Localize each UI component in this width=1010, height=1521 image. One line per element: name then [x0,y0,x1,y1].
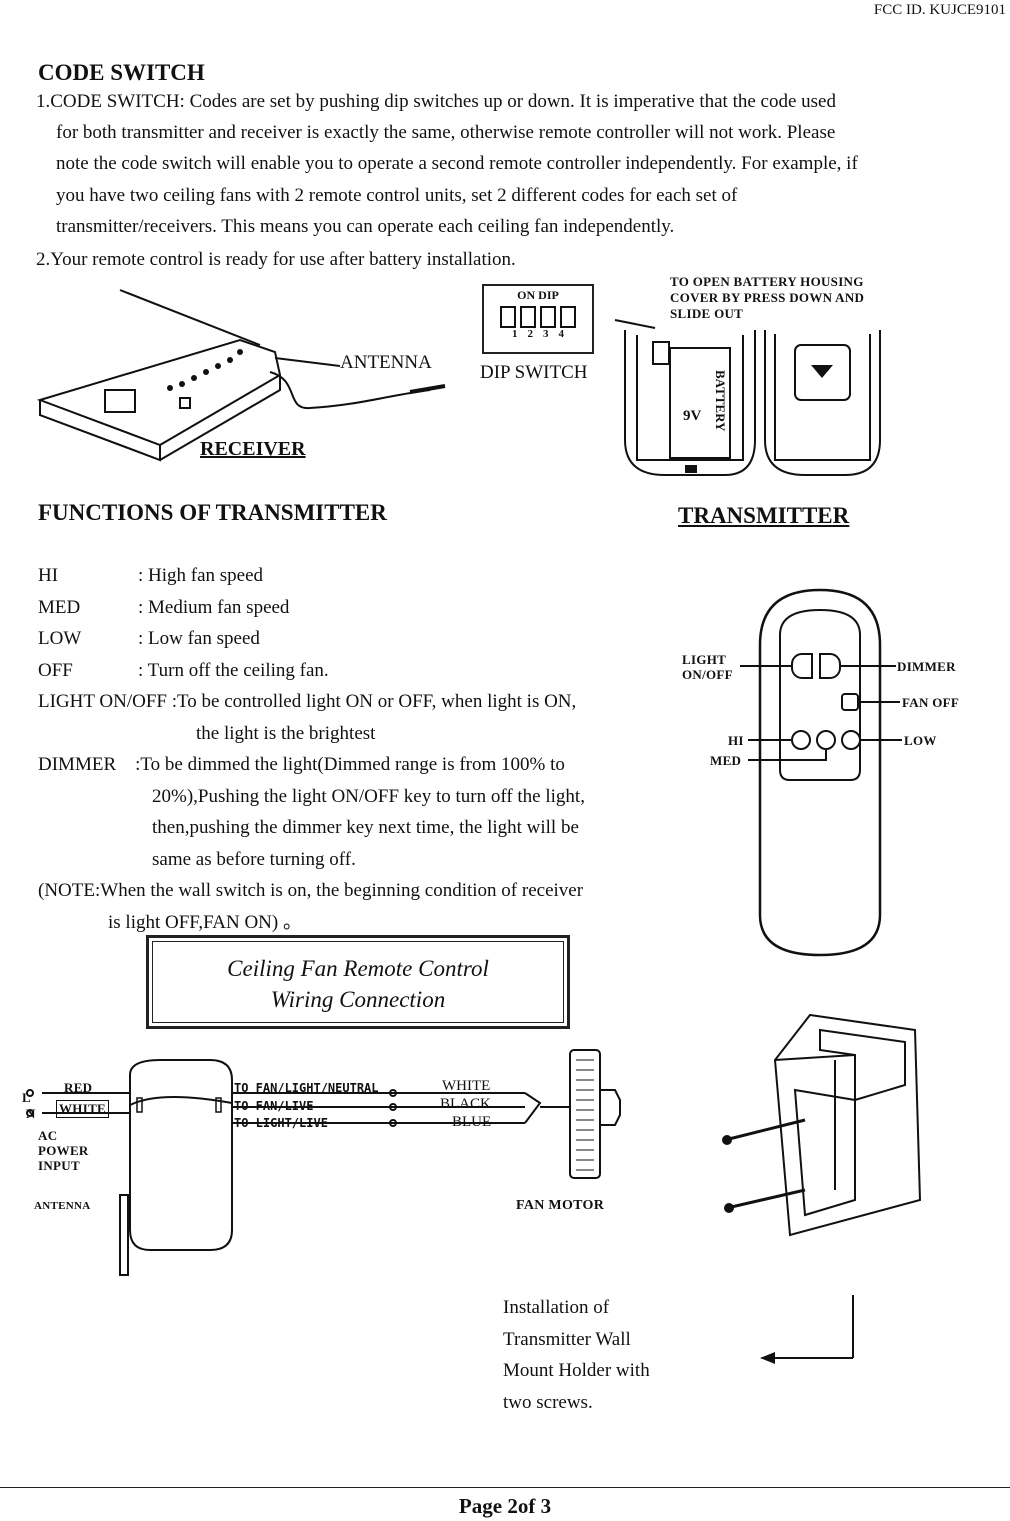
fan-off-callout: FAN OFF [902,695,960,710]
light-onoff-button[interactable] [791,653,813,679]
dimmer-line-2: 20%),Pushing the light ON/OFF key to tur… [152,785,585,807]
battery-instruction-line: TO OPEN BATTERY HOUSING [670,274,864,289]
light-onoff-line-2: the light is the brightest [196,722,376,744]
wire-color-black: BLACK [440,1096,491,1112]
hi-button[interactable] [791,730,811,750]
on-dip-label: ON DIP [517,288,559,302]
install-line: Mount Holder with [503,1360,650,1381]
dip-number: 4 [558,328,565,340]
code-switch-line-4: you have two ceiling fans with 2 remote … [56,185,738,206]
dip-switch-3[interactable] [540,306,556,328]
wall-mount-holder-illustration [722,1013,922,1237]
code-switch-line-5: transmitter/receivers. This means you ca… [56,216,675,237]
voltage-label: 9V [683,408,702,424]
ac-power-line: INPUT [38,1158,80,1173]
fcc-id: FCC ID. KUJCE9101 [873,2,1006,18]
light-onoff-line-1: LIGHT ON/OFF :To be controlled light ON … [38,691,577,712]
install-line: two screws. [503,1391,593,1413]
wire-color-white: WHITE [442,1078,491,1094]
med-callout: MED [710,753,742,768]
note-line-1: (NOTE:When the wall switch is on, the be… [38,880,584,901]
dip-numbers: 1 2 3 4 [484,328,592,340]
function-rows: HI : High fan speed MED : Medium fan speed… [38,560,585,938]
ac-power-line: POWER [38,1143,89,1158]
function-row-low: LOW : Low fan speed [38,623,585,655]
med-button[interactable] [816,730,836,750]
dip-switch-blocks [484,306,592,328]
wire-white-left-label: WHITE [56,1100,110,1118]
wiring-title-inner: Ceiling Fan Remote Control Wiring Connec… [152,941,564,1023]
fan-off-button[interactable] [841,693,859,711]
transmitter-heading: TRANSMITTER [678,503,850,528]
wiring-title-box: Ceiling Fan Remote Control Wiring Connec… [146,935,570,1029]
code-switch-line-1: 1.CODE SWITCH: Codes are set by pushing … [36,91,836,112]
dip-switch-1[interactable] [500,306,516,328]
dimmer-button[interactable] [819,653,841,679]
footer-rule [0,1487,1010,1488]
transmitter-remote-illustration [758,588,882,957]
out-label-fan-live: TO FAN/LIVE [234,1099,314,1113]
out-label-fan-light-neutral: TO FAN/LIGHT/NEUTRAL [234,1081,379,1095]
dimmer-callout: DIMMER [897,659,956,674]
function-desc: : Medium fan speed [138,596,290,618]
dimmer-line-4: same as before turning off. [152,848,356,870]
function-key: MED [38,596,81,618]
dip-number: 3 [543,328,549,340]
function-desc: : Turn off the ceiling fan. [138,659,329,681]
dip-number: 1 [512,328,518,340]
wire-red-label: RED [64,1080,93,1095]
dimmer-line-1: DIMMER :To be dimmed the light(Dimmed ra… [38,754,565,775]
function-row-med: MED : Medium fan speed [38,592,585,624]
light-label-line: LIGHT [682,652,727,667]
receiver-label: RECEIVER [200,438,306,460]
hi-callout: HI [728,733,744,748]
function-desc: : High fan speed [138,565,264,586]
dip-switch-box: ON DIP 1 2 3 4 [482,284,594,354]
functions-heading: FUNCTIONS OF TRANSMITTER [38,500,387,525]
fan-motor-label: FAN MOTOR [516,1198,605,1213]
antenna-label: ANTENNA [340,352,432,373]
code-switch-line-2: for both transmitter and receiver is exa… [56,122,836,143]
low-button[interactable] [841,730,861,750]
note-line-2: is light OFF,FAN ON) 。 [108,911,302,933]
wiring-antenna-label: ANTENNA [34,1200,91,1212]
onoff-label-line: ON/OFF [682,667,733,682]
install-arrow [760,1295,854,1364]
battery-instruction: TO OPEN BATTERY HOUSING COVER BY PRESS D… [670,274,864,322]
ac-power-input-label: AC POWER INPUT [38,1128,89,1173]
dimmer-line-3: then,pushing the dimmer key next time, t… [152,817,579,838]
function-key: HI [38,565,59,586]
ac-power-line: AC [38,1128,58,1143]
function-row-hi: HI : High fan speed [38,560,585,592]
dip-number: 2 [527,328,534,340]
function-desc: : Low fan speed [138,628,260,649]
install-note: Installation of Transmitter Wall Mount H… [503,1292,650,1418]
light-onoff-callout: LIGHT ON/OFF [682,652,733,682]
battery-label: BATTERY [713,370,728,432]
out-label-light-live: TO LIGHT/LIVE [234,1116,328,1130]
function-key: LOW [38,628,82,649]
battery-instruction-line: SLIDE OUT [670,306,744,321]
battery-housing-illustration [614,319,881,476]
wiring-title-line-2: Wiring Connection [270,987,446,1012]
code-switch-heading: CODE SWITCH [38,60,205,85]
battery-instruction-line: COVER BY PRESS DOWN AND [670,290,865,305]
code-switch-line-6: 2.Your remote control is ready for use a… [36,249,516,270]
install-line: Transmitter Wall [503,1328,631,1350]
receiver-illustration [36,289,446,462]
dip-switch-label: DIP SWITCH [480,362,588,383]
wire-color-blue: BLUE [452,1114,492,1130]
low-callout: LOW [904,733,937,748]
wiring-title-line-1: Ceiling Fan Remote Control [227,956,489,981]
install-line: Installation of [503,1297,610,1318]
code-switch-line-3: note the code switch will enable you to … [56,153,858,174]
page-number: Page 2of 3 [458,1494,552,1518]
function-key: OFF [38,659,73,681]
dip-switch-4[interactable] [560,306,576,328]
line-l-label: L [22,1090,31,1105]
function-row-off: OFF : Turn off the ceiling fan. [38,655,585,687]
dip-switch-2[interactable] [520,306,536,328]
line-n-label: N [26,1106,36,1121]
